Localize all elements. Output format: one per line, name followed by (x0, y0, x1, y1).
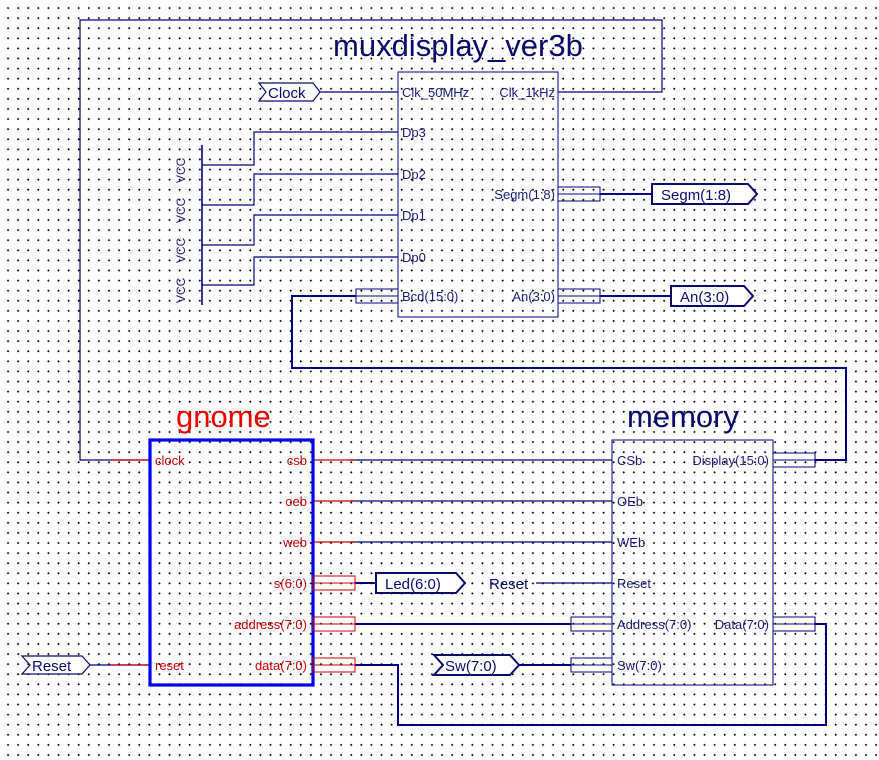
vcc-label: VCC (174, 157, 188, 183)
port-segm[interactable]: Segm(1:8) (651, 183, 759, 205)
port-reset-label: Reset (32, 658, 72, 675)
port-an-shape[interactable] (670, 285, 755, 307)
pin-mem-address: Address(7:0) (617, 617, 691, 632)
pin-oeb: oeb (285, 494, 307, 509)
vcc-label: VCC (174, 237, 188, 263)
pin-segm: Segm(1:8) (494, 187, 555, 202)
port-segm-label: Segm(1:8) (661, 187, 731, 204)
wire-dp0 (202, 256, 398, 286)
port-clock-label: Clock (268, 85, 306, 102)
gnome-block[interactable]: gnome clock reset csb oeb web s(6:0) add… (148, 399, 356, 687)
vcc-label: VCC (174, 197, 188, 223)
gnome-pin-stubs (110, 459, 355, 666)
gnome-title: gnome (176, 399, 271, 434)
port-reset[interactable]: Reset (20, 655, 91, 675)
wire-dp2 (202, 173, 398, 206)
pin-bcd: Bcd(15:0) (402, 289, 458, 304)
muxdisplay-block[interactable]: muxdisplay_ver3b Clk_50MHz Clk_1kHz Dp3 … (333, 28, 601, 318)
pin-web: web (282, 535, 307, 550)
gnome-box[interactable] (148, 438, 315, 687)
pin-data: data(7:0) (255, 658, 307, 673)
pin-mem-display: Display(15:0) (692, 453, 769, 468)
port-an[interactable]: An(3:0) (670, 285, 755, 307)
port-sw[interactable]: Sw(7:0) (431, 654, 521, 676)
io-ports: Clock Segm(1:8) An(3:0) Led(6:0) Reset R… (20, 82, 759, 676)
wire-dp3 (202, 131, 398, 166)
pin-dp0: Dp0 (402, 250, 426, 265)
port-clock-shape[interactable] (257, 82, 321, 102)
port-sw-label: Sw(7:0) (445, 658, 497, 675)
pin-reset: reset (155, 658, 184, 673)
pin-dp1: Dp1 (402, 208, 426, 223)
port-clock[interactable]: Clock (257, 82, 321, 102)
pin-dp3: Dp3 (402, 125, 426, 140)
port-reset-shape[interactable] (20, 655, 91, 675)
vcc-label: VCC (174, 277, 188, 303)
wires (79, 19, 847, 726)
port-led-label: Led(6:0) (385, 576, 441, 593)
pin-mem-data: Data(7:0) (715, 617, 769, 632)
wire-clk-1khz-loop (79, 19, 663, 461)
port-segm-shape[interactable] (651, 183, 759, 205)
pin-clk-1khz: Clk_1kHz (499, 85, 555, 100)
wire-dp1 (202, 214, 398, 246)
pin-clk-50mhz: Clk_50MHz (402, 85, 469, 100)
memory-block[interactable]: memory CSb OEb WEb Reset Address(7:0) Sw… (570, 399, 816, 686)
port-led[interactable]: Led(6:0) (375, 572, 467, 594)
memory-box[interactable] (611, 439, 774, 686)
port-an-label: An(3:0) (680, 289, 729, 306)
pin-clock: clock (155, 453, 185, 468)
vcc-labels: VCC VCC VCC VCC (174, 157, 188, 303)
muxdisplay-title: muxdisplay_ver3b (333, 28, 583, 63)
pin-s: s(6:0) (274, 576, 307, 591)
pin-csb: csb (287, 453, 307, 468)
pin-mem-sw: Sw(7:0) (617, 658, 662, 673)
pin-mem-web: WEb (617, 535, 645, 550)
pin-mem-reset: Reset (617, 576, 651, 591)
pin-dp2: Dp2 (402, 167, 426, 182)
wire-data (355, 623, 827, 726)
port-led-shape[interactable] (375, 572, 467, 594)
net-reset-label: Reset (489, 576, 529, 593)
pin-address: address(7:0) (234, 617, 307, 632)
memory-title: memory (627, 399, 739, 434)
pin-mem-oeb: OEb (617, 494, 643, 509)
pin-mem-csb: CSb (617, 453, 642, 468)
pin-an: An(3:0) (512, 289, 555, 304)
port-sw-shape[interactable] (431, 654, 521, 676)
wire-display-bcd (291, 295, 847, 461)
